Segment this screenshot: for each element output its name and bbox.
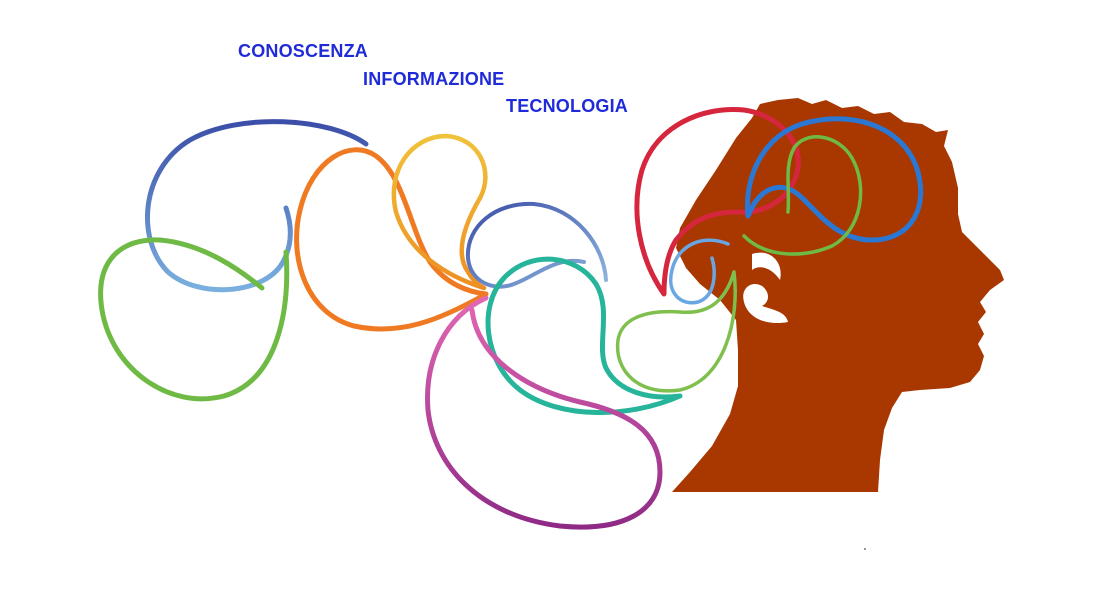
green-loop bbox=[98, 237, 290, 402]
navy-sky-loop bbox=[144, 119, 369, 293]
red-loop bbox=[634, 107, 801, 297]
orange-loop bbox=[294, 147, 489, 332]
yellow-loop bbox=[391, 133, 488, 291]
pink-purple-loop bbox=[425, 295, 663, 530]
stray-dot bbox=[864, 548, 866, 550]
word-tecnologia: TECNOLOGIA bbox=[506, 96, 628, 116]
light-blue-loop bbox=[668, 238, 730, 305]
word-informazione: INFORMAZIONE bbox=[363, 69, 505, 89]
navy-light-loop bbox=[465, 201, 608, 289]
green-small-loop bbox=[615, 270, 737, 393]
blue-loop bbox=[744, 116, 924, 243]
white-curl bbox=[743, 252, 788, 324]
teal-loop bbox=[485, 256, 683, 415]
word-conoscenza: CONOSCENZA bbox=[238, 41, 369, 61]
green-inner-loop bbox=[742, 135, 863, 256]
